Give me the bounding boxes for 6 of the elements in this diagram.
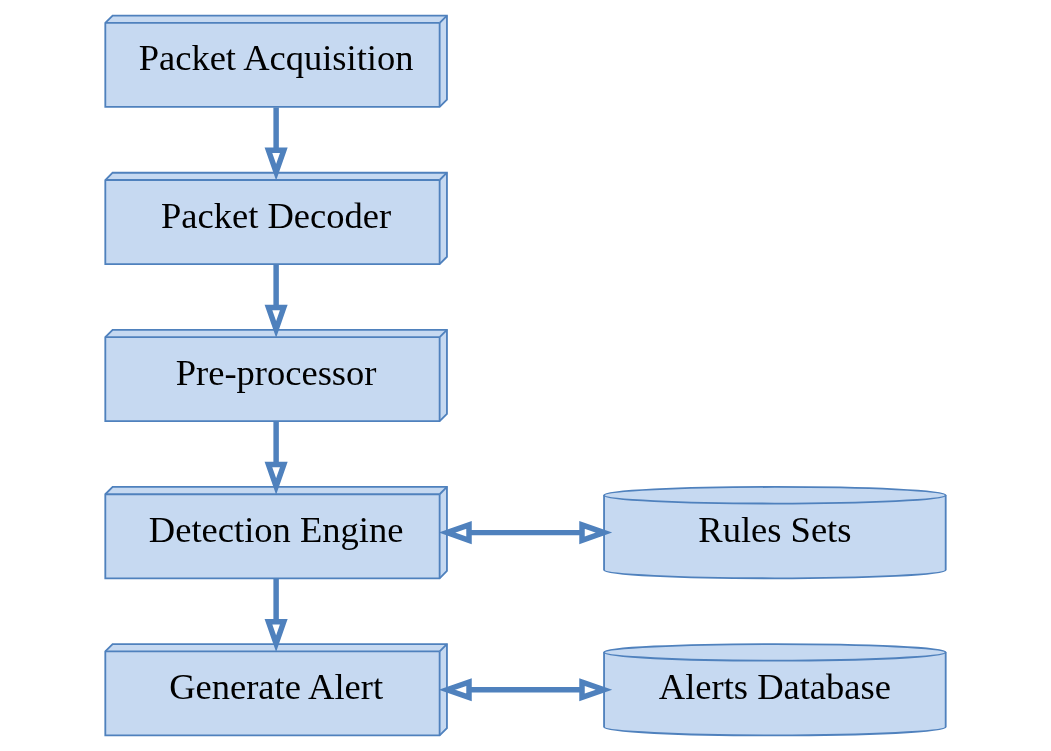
arrow xyxy=(438,678,613,702)
arrow xyxy=(438,521,613,545)
arrow xyxy=(264,264,288,338)
arrow xyxy=(264,421,288,495)
arrow xyxy=(264,107,288,181)
arrow xyxy=(264,578,288,652)
